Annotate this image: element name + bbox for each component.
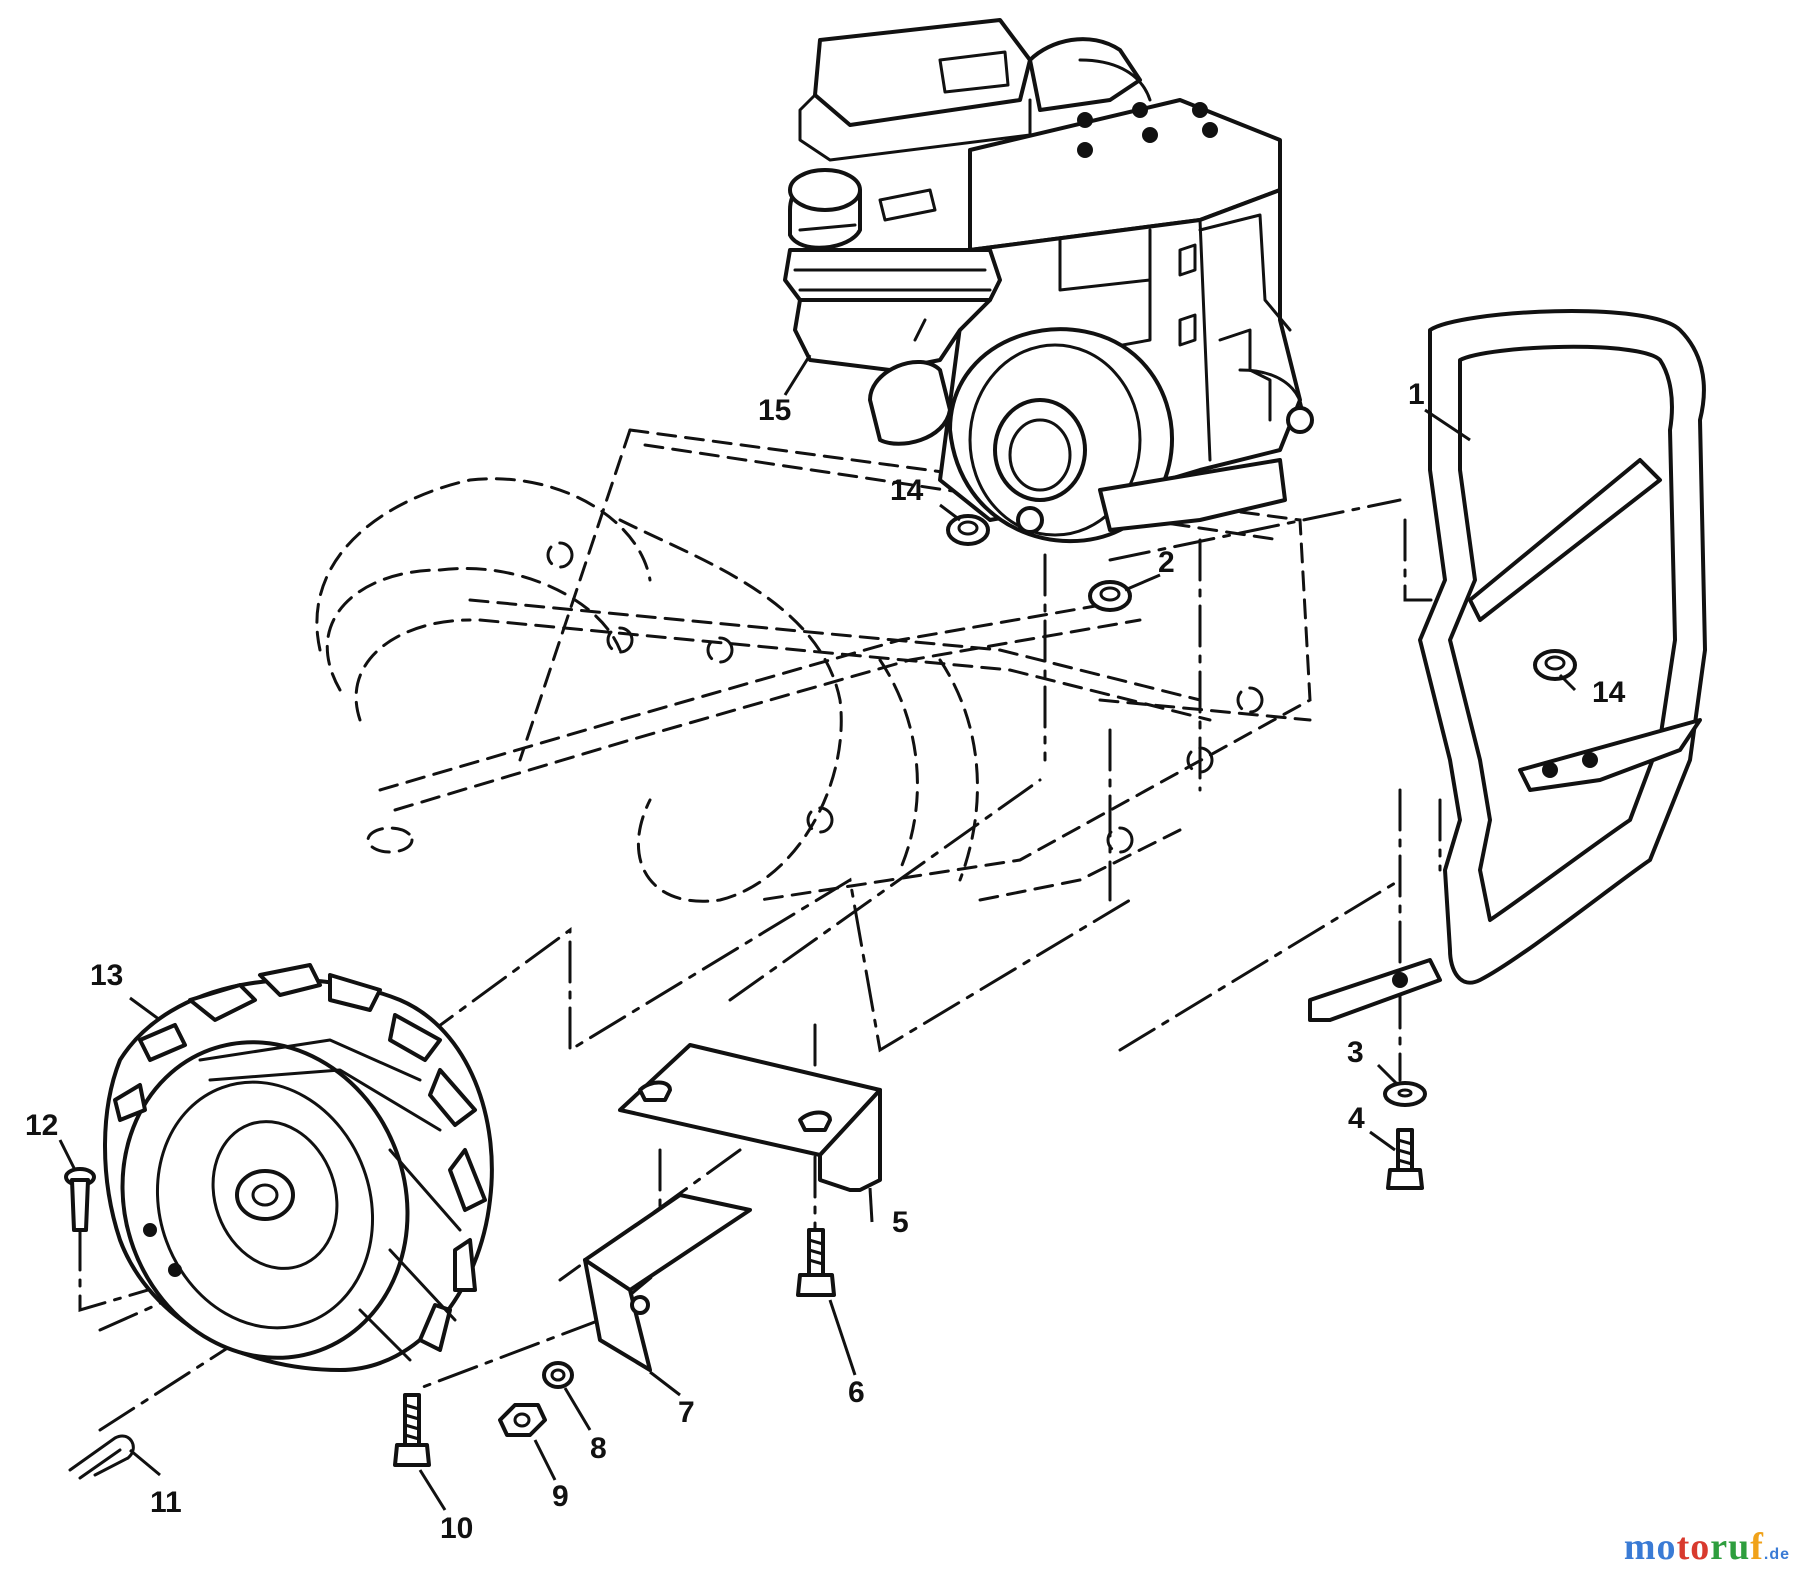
watermark-part-2: to [1676, 1526, 1711, 1568]
label-part-12: 12 [25, 1109, 58, 1142]
nut-2 [1088, 580, 1132, 612]
label-part-8: 8 [590, 1432, 607, 1465]
label-part-14-right: 14 [1592, 676, 1626, 709]
label-part-1: 1 [1408, 378, 1425, 411]
bracket-5 [618, 1043, 882, 1192]
label-part-7: 7 [678, 1396, 695, 1429]
wheel-and-tire-13 [103, 963, 494, 1372]
watermark-part-3: ru [1710, 1526, 1751, 1568]
label-part-11: 11 [150, 1486, 182, 1519]
label-part-14-left: 14 [890, 474, 924, 507]
part-labels: 1 2 3 4 5 6 7 8 9 10 11 12 13 14 14 15 [25, 378, 1626, 1545]
label-part-15: 15 [758, 394, 791, 427]
watermark-logo: motoruf.de [1624, 1525, 1790, 1569]
hair-pin-clip-11 [68, 1434, 135, 1480]
label-part-2: 2 [1158, 546, 1175, 579]
label-part-6: 6 [848, 1376, 865, 1409]
label-part-5: 5 [892, 1206, 909, 1239]
label-part-4: 4 [1348, 1102, 1365, 1135]
label-part-13: 13 [90, 959, 123, 992]
washer-3 [1383, 1081, 1427, 1107]
nut-9 [498, 1403, 547, 1437]
leader-lines [58, 354, 1577, 1511]
front-bumper-frame [1308, 309, 1707, 1022]
nut-14-left [946, 514, 990, 546]
bolt-4 [1386, 1128, 1424, 1190]
nut-14-right [1533, 649, 1577, 681]
label-part-9: 9 [552, 1480, 569, 1513]
engine [783, 18, 1314, 544]
bolt-6 [796, 1228, 836, 1297]
label-part-10: 10 [440, 1512, 473, 1545]
lock-washer-8 [542, 1361, 574, 1389]
watermark-tld: .de [1763, 1546, 1790, 1563]
watermark-part-1: mo [1623, 1526, 1677, 1568]
bolt-10 [393, 1393, 431, 1467]
label-part-3: 3 [1347, 1036, 1364, 1069]
shield-plate-7 [583, 1193, 752, 1372]
watermark-part-4: f [1750, 1526, 1764, 1568]
clevis-pin-12 [64, 1167, 96, 1232]
